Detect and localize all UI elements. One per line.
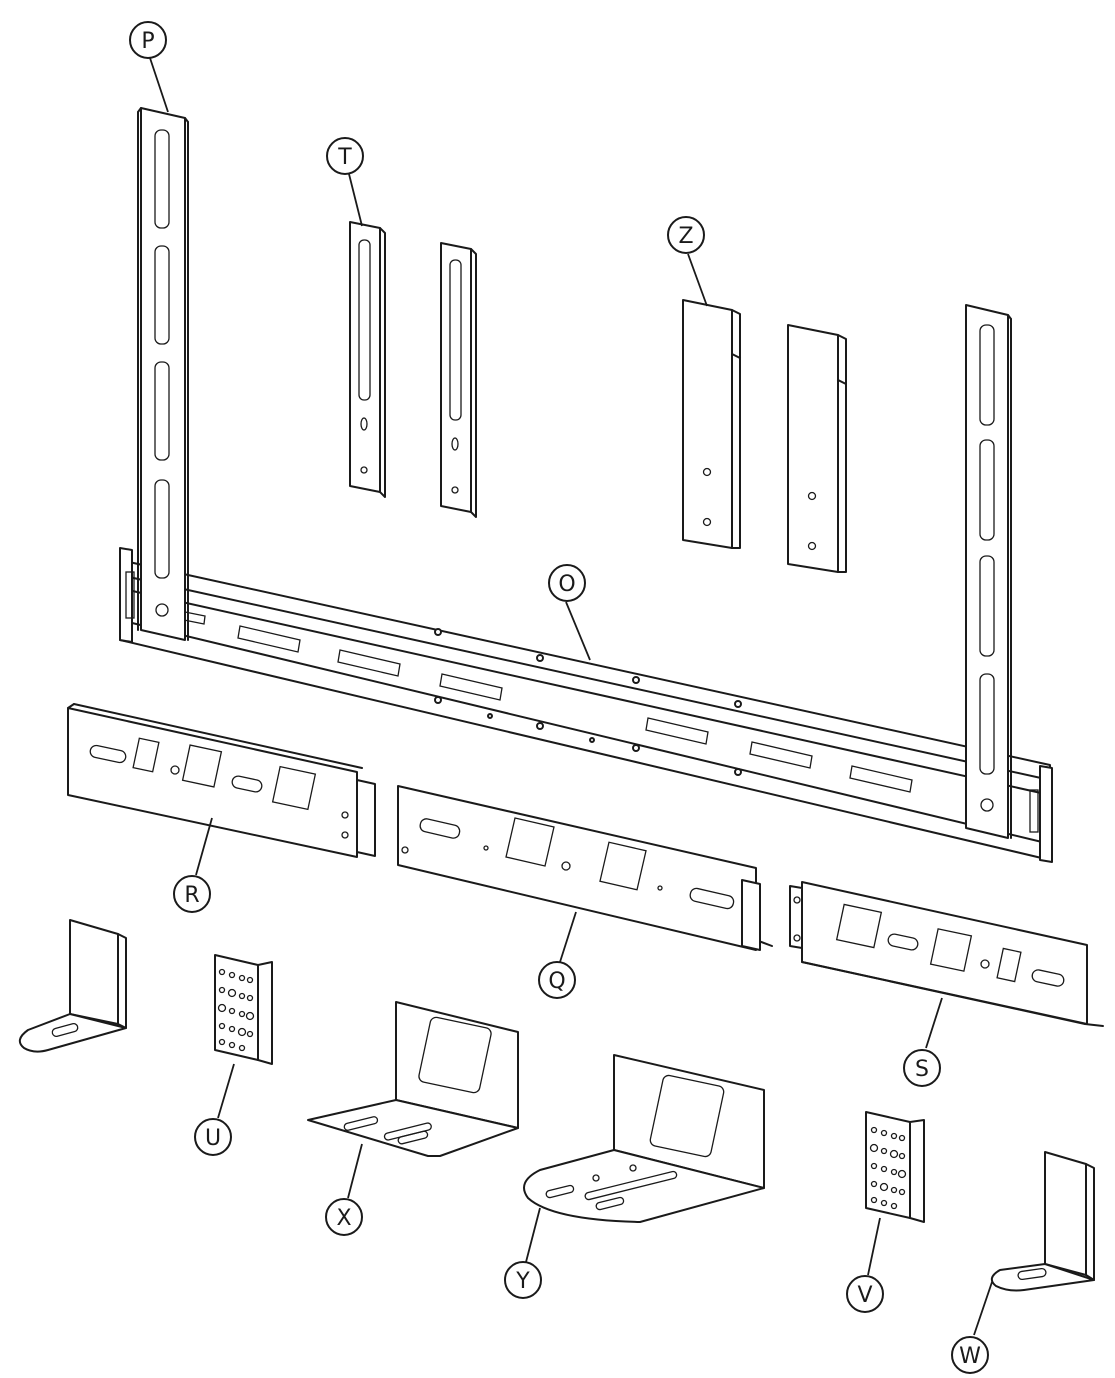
- part-z-channel-1: [682, 299, 741, 549]
- callout-s: S: [903, 1049, 941, 1087]
- callout-r: R: [173, 875, 211, 913]
- callout-t: T: [326, 137, 364, 175]
- part-o-rail: [119, 547, 1053, 863]
- part-y-shelf: [523, 1054, 765, 1223]
- callout-label-y: Y: [515, 1269, 530, 1294]
- callout-x: X: [325, 1198, 363, 1236]
- leader-lines: [149, 57, 993, 1336]
- part-x-shelf: [307, 1001, 519, 1157]
- callout-o: O: [548, 564, 586, 602]
- callout-y: Y: [504, 1261, 542, 1299]
- part-v-bracket: [865, 1111, 925, 1223]
- callout-label-u: U: [205, 1126, 221, 1151]
- callout-q: Q: [538, 961, 576, 999]
- left-l-bracket: [18, 919, 127, 1053]
- callout-label-o: O: [558, 572, 575, 597]
- part-q-plate: [397, 785, 773, 951]
- callout-u: U: [194, 1118, 232, 1156]
- callout-label-t: T: [337, 145, 352, 170]
- part-r-plate: [67, 703, 376, 858]
- callout-v: V: [846, 1275, 884, 1313]
- callout-label-s: S: [915, 1057, 929, 1082]
- part-z-channel-2: [787, 324, 847, 573]
- callout-label-z: Z: [678, 224, 693, 249]
- part-t-bar-2: [440, 242, 477, 518]
- callout-label-v: V: [857, 1283, 872, 1308]
- part-p-upright-right: [965, 304, 1012, 839]
- callout-label-x: X: [336, 1206, 351, 1231]
- callout-label-r: R: [184, 883, 199, 908]
- callout-p: P: [129, 21, 167, 59]
- part-u-bracket: [214, 954, 273, 1065]
- callout-label-q: Q: [548, 969, 565, 994]
- callout-z: Z: [667, 216, 705, 254]
- callout-label-p: P: [141, 29, 154, 54]
- part-t-bar-1: [349, 221, 386, 498]
- part-w-l-bracket: [990, 1151, 1095, 1292]
- part-p-upright-left: [137, 107, 189, 641]
- callout-w: W: [951, 1336, 989, 1374]
- part-s-plate: [789, 881, 1104, 1027]
- callout-label-w: W: [959, 1344, 981, 1369]
